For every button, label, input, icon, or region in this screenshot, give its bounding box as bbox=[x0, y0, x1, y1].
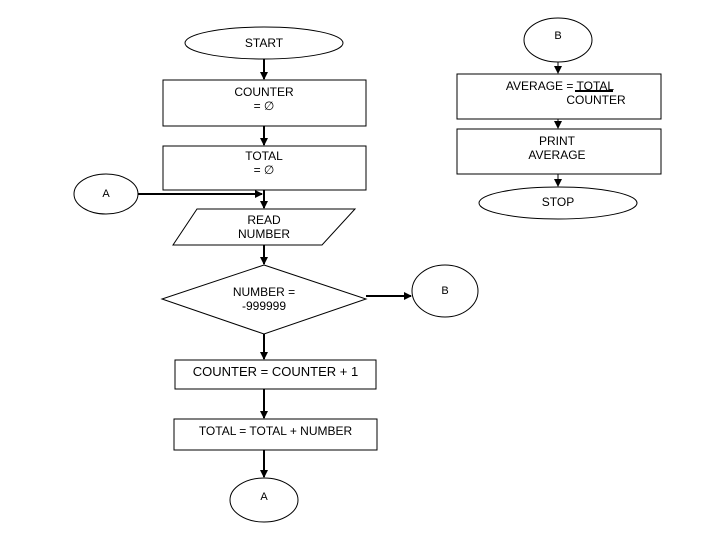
total-init-line1: TOTAL bbox=[245, 149, 283, 163]
stop-terminal bbox=[478, 186, 638, 220]
counter-increment-label: COUNTER = COUNTER + 1 bbox=[192, 364, 359, 379]
decision-label: NUMBER = -999999 bbox=[219, 285, 309, 313]
connector-a-out bbox=[229, 477, 299, 523]
start-label: START bbox=[244, 36, 284, 50]
counter-init-box bbox=[162, 79, 367, 127]
read-number-parallelogram bbox=[172, 208, 357, 246]
print-average-box bbox=[456, 128, 662, 175]
read-number-line1: READ bbox=[247, 213, 281, 227]
total-init-box bbox=[162, 145, 367, 191]
total-init-line2: = ∅ bbox=[253, 163, 275, 177]
total-add-box bbox=[173, 418, 378, 451]
total-init-label: TOTAL = ∅ bbox=[204, 149, 324, 177]
print-average-label: PRINT AVERAGE bbox=[507, 134, 607, 162]
counter-init-label: COUNTER = ∅ bbox=[204, 85, 324, 113]
connector-b-out-label: B bbox=[441, 285, 449, 297]
counter-increment-box bbox=[174, 359, 377, 390]
counter-init-line2: = ∅ bbox=[253, 99, 275, 113]
decision-line1: NUMBER = bbox=[232, 285, 296, 299]
connector-b-in-label: B bbox=[554, 30, 562, 42]
connector-a-in-label: A bbox=[102, 188, 110, 200]
average-calc-label-bottom: COUNTER bbox=[566, 93, 626, 107]
print-average-line2: AVERAGE bbox=[528, 148, 586, 162]
decision-line2: -999999 bbox=[241, 299, 287, 313]
stop-label: STOP bbox=[541, 195, 575, 209]
read-number-label: READ NUMBER bbox=[214, 213, 314, 241]
print-average-line1: PRINT bbox=[539, 134, 575, 148]
read-number-line2: NUMBER bbox=[237, 227, 290, 241]
connector-a-out-label: A bbox=[260, 491, 268, 503]
connector-b-out bbox=[411, 264, 479, 318]
average-calc-label-top: AVERAGE = TOTAL bbox=[505, 79, 615, 93]
average-calc-box bbox=[456, 73, 662, 120]
total-add-label: TOTAL = TOTAL + NUMBER bbox=[198, 424, 353, 438]
counter-init-line1: COUNTER bbox=[234, 85, 294, 99]
